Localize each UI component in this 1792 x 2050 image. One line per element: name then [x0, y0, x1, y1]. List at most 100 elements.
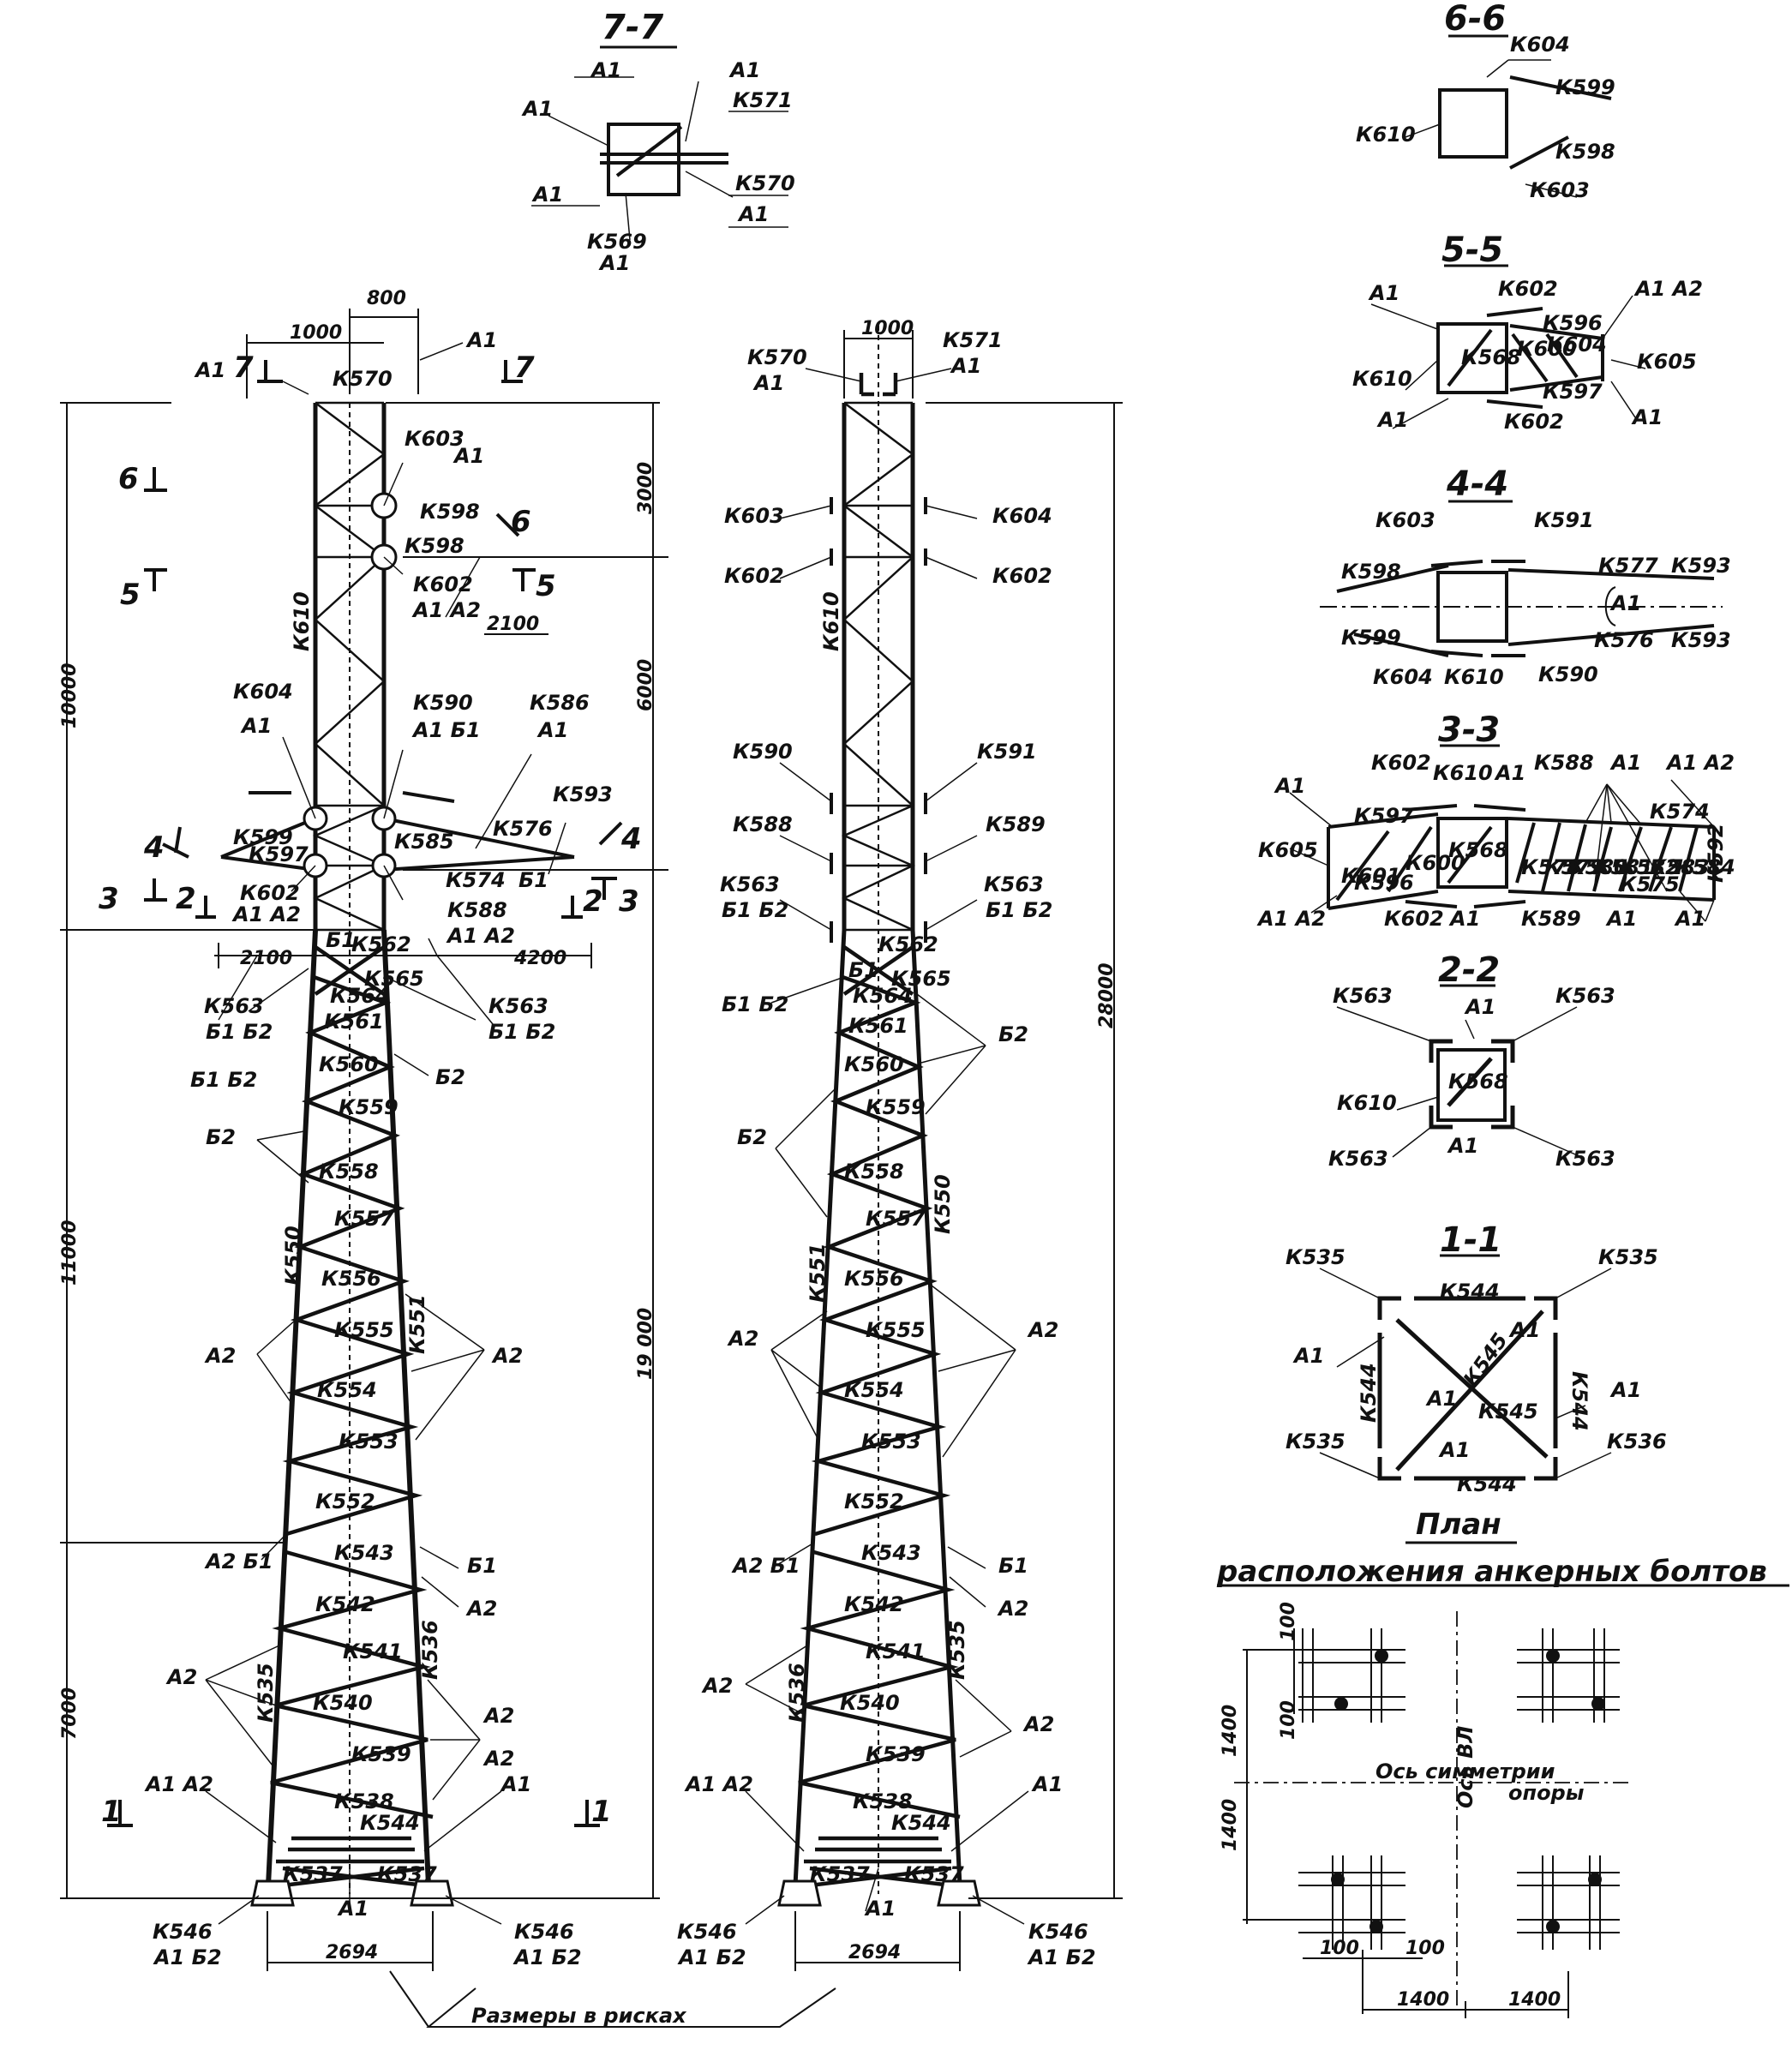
member-label: К561 — [848, 1014, 908, 1038]
mark-label: А1 — [452, 444, 484, 468]
member-label: К559 — [339, 1095, 399, 1119]
member-label: К563 — [1555, 1147, 1615, 1171]
mark-label: А1 — [1609, 751, 1641, 775]
member-label: К563 — [984, 872, 1044, 896]
member-label: К535 — [254, 1663, 278, 1723]
mark-label: А1 — [1508, 1318, 1540, 1342]
mark-label: А1 — [194, 358, 225, 382]
section-mark: 2 — [176, 882, 196, 916]
section-mark: 6 — [511, 505, 531, 539]
member-label: К590 — [413, 691, 473, 715]
member-label: К537 — [904, 1862, 964, 1886]
member-label: К554 — [844, 1378, 904, 1402]
member-label: К588 — [447, 898, 507, 922]
member-label: К563 — [720, 872, 780, 896]
mark-label: Б1 — [326, 928, 356, 952]
anchor-bolt-plan — [1217, 1541, 1789, 2018]
member-label: К537 — [377, 1862, 437, 1886]
member-label: К560 — [319, 1052, 379, 1076]
member-label: К546 — [514, 1920, 574, 1944]
member-label: К556 — [321, 1267, 381, 1291]
member-label: К610 — [290, 591, 314, 651]
member-label: К576 — [1594, 628, 1654, 652]
member-label: К592 — [1704, 823, 1728, 883]
member-label: К570 — [747, 345, 807, 369]
mark-label: Б1 — [998, 1554, 1028, 1578]
member-label: К537 — [810, 1862, 870, 1886]
member-label: К579 — [1544, 855, 1604, 879]
mark-label: А1 А2 — [1256, 907, 1326, 931]
dim-2694: 2694 — [326, 1942, 378, 1963]
member-label: К604 — [1373, 665, 1433, 689]
mark-label: Б2 — [435, 1065, 465, 1089]
member-label: К555 — [334, 1318, 394, 1342]
plan-dim-1400: 1400 — [1220, 1705, 1241, 1757]
mark-label: Б1 — [467, 1554, 497, 1578]
section-mark: 5 — [536, 569, 556, 603]
member-label: К604 — [1510, 33, 1570, 57]
member-label: К553 — [339, 1430, 399, 1454]
mark-label: А1 — [1609, 1378, 1641, 1402]
member-label: К535 — [1286, 1245, 1345, 1269]
section-title-7-7: 7-7 — [602, 8, 663, 47]
section-mark: 2 — [583, 884, 603, 919]
plan-dim-1400: 1400 — [1220, 1799, 1241, 1851]
mark-label: А1 — [1605, 907, 1637, 931]
section-title-6-6: 6-6 — [1444, 0, 1506, 39]
section-mark: 3 — [619, 884, 639, 919]
member-label: К563 — [204, 994, 264, 1018]
mark-label: Б1 Б2 — [488, 1020, 555, 1044]
member-label: К563 — [1333, 984, 1393, 1008]
mark-label: А2 — [204, 1344, 236, 1368]
member-label: К555 — [866, 1318, 926, 1342]
member-label: К602 — [413, 572, 473, 596]
member-label: К550 — [281, 1226, 305, 1286]
mark-label: А1 — [737, 202, 769, 226]
member-label: К588 — [733, 812, 793, 836]
mark-label: А1 — [590, 58, 621, 82]
member-label: К604 — [1547, 333, 1607, 357]
member-label: К536 — [785, 1663, 809, 1723]
section-title-5-5: 5-5 — [1441, 231, 1503, 270]
member-label: К604 — [233, 680, 293, 704]
dim-800: 800 — [367, 288, 406, 309]
member-label: К596 — [1354, 871, 1414, 895]
mark-label: А1 — [531, 183, 563, 207]
member-label: К536 — [1607, 1430, 1667, 1454]
member-label: К593 — [1671, 628, 1731, 652]
member-label: К588 — [1534, 751, 1594, 775]
dim-3000: 3000 — [635, 462, 656, 514]
mark-label: А1 Б1 — [411, 718, 481, 742]
member-label: К580 — [1568, 855, 1628, 879]
member-label: К542 — [315, 1592, 375, 1616]
member-label: К602 — [724, 564, 784, 588]
dim-2694: 2694 — [848, 1942, 901, 1963]
dim-1000: 1000 — [290, 322, 342, 344]
dim-7000: 7000 — [59, 1687, 81, 1740]
member-label: К550 — [931, 1174, 955, 1234]
member-label: К561 — [324, 1010, 384, 1034]
member-label: К562 — [878, 932, 938, 956]
member-label: К553 — [861, 1430, 921, 1454]
section-mark: 4 — [620, 822, 642, 856]
mark-label: А1 Б2 — [677, 1945, 746, 1969]
member-label: К577 — [1598, 554, 1658, 578]
member-label: К602 — [992, 564, 1052, 588]
mark-label: А1 А2 — [231, 902, 301, 926]
member-label: К541 — [866, 1639, 926, 1663]
member-label: К557 — [866, 1207, 926, 1231]
dim-28000: 28000 — [1096, 962, 1118, 1028]
plan-dim-1400: 1400 — [1397, 1989, 1449, 2011]
mark-label: А1 А2 — [1665, 751, 1735, 775]
mark-label: А1 — [752, 371, 784, 395]
member-label: К610 — [1352, 367, 1412, 391]
member-label: К574 — [1650, 800, 1710, 824]
member-label: К554 — [317, 1378, 377, 1402]
mark-label: А1 — [1292, 1344, 1324, 1368]
member-label: К568 — [1461, 345, 1521, 369]
member-label: К603 — [1530, 178, 1590, 202]
plan-dim-100: 100 — [1278, 1602, 1299, 1641]
mark-label: А2 Б1 — [731, 1554, 800, 1578]
member-label: К563 — [1555, 984, 1615, 1008]
